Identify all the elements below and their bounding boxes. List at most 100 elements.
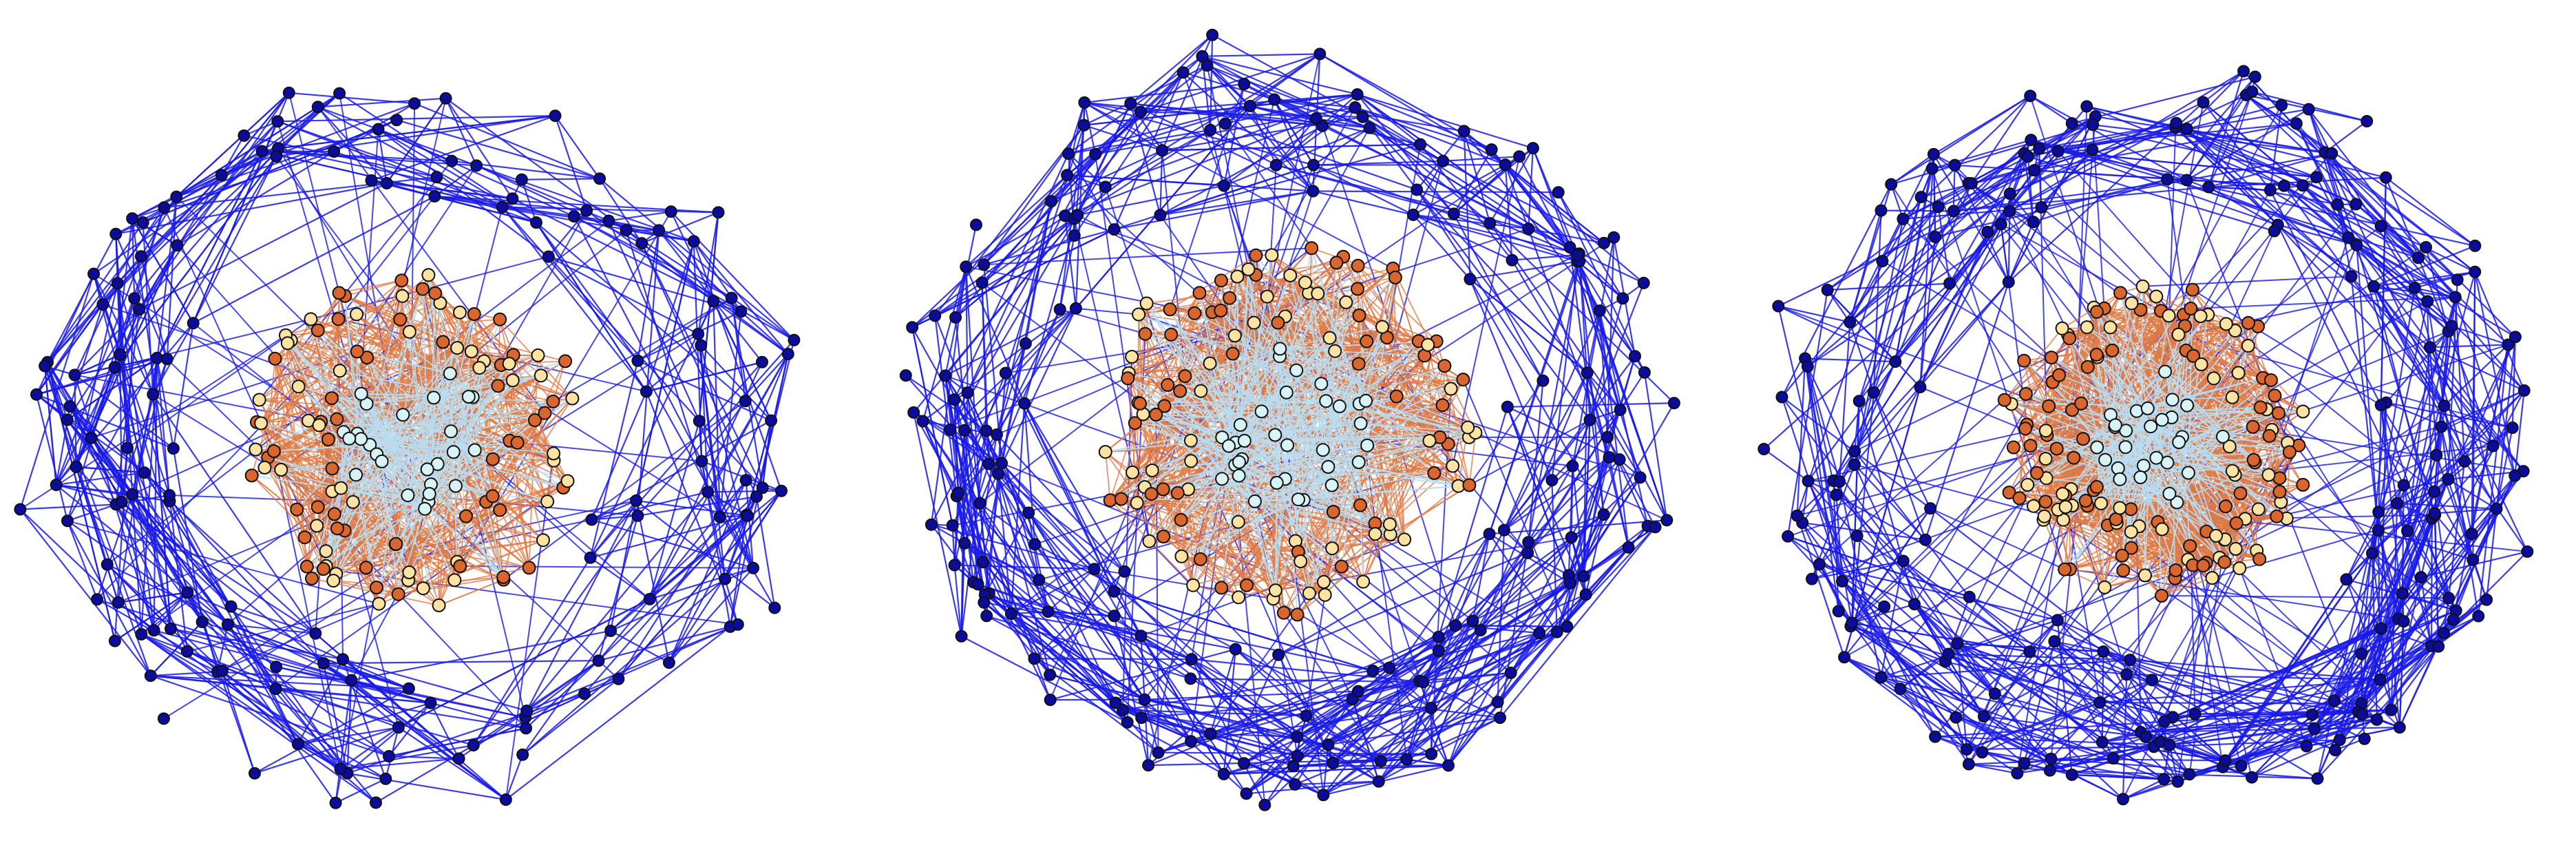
graph-node bbox=[1156, 144, 1169, 157]
graph-edge bbox=[201, 621, 390, 757]
graph-edge bbox=[2279, 491, 2363, 704]
graph-node bbox=[1351, 282, 1364, 296]
graph-edge bbox=[505, 453, 555, 800]
graph-node bbox=[939, 369, 952, 382]
graph-edge bbox=[698, 421, 703, 461]
graph-edge bbox=[1024, 403, 1036, 545]
graph-node bbox=[592, 654, 605, 667]
graph-edge bbox=[1308, 293, 1340, 407]
graph-node bbox=[1649, 521, 1662, 534]
graph-edge bbox=[2434, 513, 2440, 647]
graph-edge bbox=[719, 353, 789, 517]
graph-edge bbox=[965, 267, 981, 503]
graph-node bbox=[416, 282, 430, 296]
graph-edge bbox=[376, 412, 545, 455]
graph-edge bbox=[1028, 512, 1115, 616]
graph-edge bbox=[1212, 34, 1444, 162]
graph-edge bbox=[277, 115, 556, 123]
graph-edge bbox=[340, 758, 459, 770]
graph-edge bbox=[96, 599, 352, 681]
graph-edge bbox=[2277, 224, 2445, 406]
graph-edge bbox=[66, 520, 98, 600]
graph-node bbox=[640, 385, 653, 398]
graph-node bbox=[1044, 668, 1057, 681]
graph-edge bbox=[202, 621, 410, 689]
graph-edge bbox=[589, 500, 637, 559]
graph-node bbox=[1254, 404, 1269, 419]
graph-edge bbox=[2277, 224, 2357, 246]
graph-node bbox=[128, 292, 141, 305]
graph-edge bbox=[1787, 289, 1828, 537]
graph-node bbox=[971, 578, 984, 591]
graph-node bbox=[1425, 747, 1438, 760]
graph-edge bbox=[1903, 560, 2100, 703]
graph-edge bbox=[2153, 700, 2335, 748]
graph-edge bbox=[1968, 757, 2113, 765]
graph-edge bbox=[1372, 632, 1540, 672]
graph-node bbox=[1414, 138, 1427, 151]
graph-edge bbox=[277, 92, 340, 149]
graph-edge bbox=[526, 491, 709, 711]
graph-node bbox=[1298, 275, 1312, 290]
graph-svg-middle bbox=[899, 28, 1680, 811]
graph-node bbox=[731, 618, 744, 631]
graph-edge bbox=[169, 495, 353, 503]
graph-edge bbox=[310, 318, 403, 415]
graph-edge bbox=[126, 298, 136, 448]
graph-edge bbox=[1413, 214, 1471, 280]
graph-node bbox=[1598, 236, 1610, 249]
graph-edge bbox=[2186, 128, 2352, 278]
graph-edge bbox=[152, 393, 317, 634]
nodes bbox=[14, 86, 801, 809]
graph-edge bbox=[67, 520, 151, 676]
graph-edge bbox=[142, 119, 397, 224]
graph-edge bbox=[637, 340, 795, 517]
graph-edge bbox=[2186, 70, 2244, 129]
graph-node bbox=[1004, 607, 1017, 621]
graph-edge bbox=[1160, 190, 1313, 216]
graph-edge bbox=[1570, 537, 1587, 595]
graph-node bbox=[331, 312, 346, 326]
graph-node bbox=[1326, 505, 1340, 519]
graph-node bbox=[1156, 482, 1170, 497]
graph-edge bbox=[355, 475, 377, 588]
graph-node bbox=[1108, 223, 1121, 236]
graph-edge bbox=[1278, 552, 1528, 656]
graph-edge bbox=[1835, 494, 2058, 621]
graph-edge bbox=[1249, 105, 1421, 145]
graph-edge bbox=[1935, 720, 2165, 738]
graph-node bbox=[310, 323, 325, 337]
graph-edge bbox=[1443, 156, 1520, 162]
graph-edge bbox=[131, 218, 136, 299]
graph-edge bbox=[131, 494, 203, 623]
graph-edge bbox=[2386, 402, 2513, 429]
graph-edge bbox=[1145, 333, 1263, 413]
graph-edge bbox=[2202, 70, 2244, 103]
graph-edge bbox=[1970, 95, 2031, 184]
graph-node bbox=[1432, 645, 1445, 657]
graph-node bbox=[450, 341, 465, 355]
graph-node bbox=[664, 205, 677, 218]
graph-node bbox=[530, 216, 542, 229]
graph-node bbox=[269, 683, 282, 696]
graph-node bbox=[978, 258, 991, 271]
graph-edge bbox=[140, 633, 386, 780]
graph-edge bbox=[548, 256, 700, 422]
graph-node bbox=[506, 192, 519, 205]
graph-edge bbox=[1366, 445, 1405, 540]
graph-node bbox=[446, 445, 461, 459]
graph-node bbox=[157, 712, 170, 725]
graph-edge bbox=[1849, 193, 2011, 323]
graph-node bbox=[1161, 377, 1175, 392]
graph-edge bbox=[1150, 493, 1285, 614]
graph-edge bbox=[1303, 400, 1366, 501]
graph-node bbox=[282, 86, 295, 99]
graph-node bbox=[1484, 217, 1497, 230]
graph-edge bbox=[2208, 71, 2245, 187]
graph-edge bbox=[1366, 160, 1444, 446]
graph-edge bbox=[2009, 122, 2177, 195]
graph-node bbox=[1432, 630, 1445, 643]
graph-node bbox=[30, 388, 43, 401]
graph-node bbox=[135, 250, 147, 263]
graph-edge bbox=[2239, 568, 2308, 747]
